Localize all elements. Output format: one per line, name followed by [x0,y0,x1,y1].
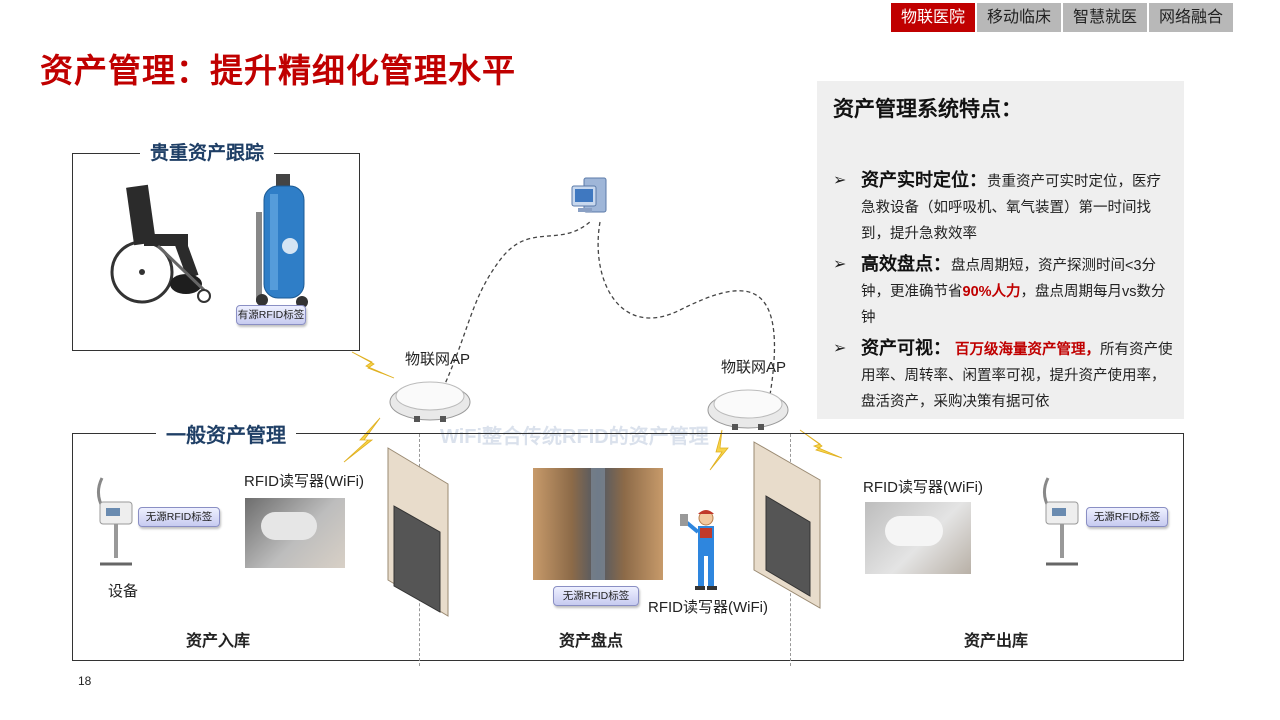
feature-realtime-location: ➢ 资产实时定位：贵重资产可实时定位，医疗急救设备（如呼吸机、氧气装置）第一时间… [833,167,1175,247]
rfid-reader-label: RFID读写器(WiFi) [648,596,768,617]
rfid-scanner-photo [865,502,971,574]
oxygen-cylinder-icon [250,172,320,312]
rfid-reader-label: RFID读写器(WiFi) [863,476,983,497]
passive-rfid-tag: 无源RFID标签 [1086,507,1168,527]
arrow-bullet-icon: ➢ [833,168,846,194]
panel-title: 资产管理系统特点： [833,93,1022,123]
feature-panel: 资产管理系统特点： ➢ 资产实时定位：贵重资产可实时定位，医疗急救设备（如呼吸机… [817,81,1184,419]
rfid-reader-label: RFID读写器(WiFi) [244,470,364,491]
wifi-ap-icon [388,372,472,424]
warehouse-photo [533,468,663,580]
arrow-bullet-icon: ➢ [833,336,846,362]
feature-list: ➢ 资产实时定位：贵重资产可实时定位，医疗急救设备（如呼吸机、氧气装置）第一时间… [833,167,1175,419]
worker-with-scanner-icon [678,508,728,592]
door-icon [752,440,824,610]
stage-inventory: 资产盘点 [559,627,623,651]
wheelchair-icon [108,180,223,310]
stage-asset-out: 资产出库 [964,627,1028,651]
passive-rfid-tag: 无源RFID标签 [553,586,639,606]
rfid-scanner-photo [245,498,345,568]
valuable-asset-label: 贵重资产跟踪 [140,140,274,168]
door-icon [386,446,454,618]
medical-device-icon [92,474,136,570]
page-number: 18 [78,674,91,688]
stage-asset-in: 资产入库 [186,627,250,651]
wifi-ap-icon [706,380,790,432]
ap-label-right: 物联网AP [721,356,786,377]
passive-rfid-tag: 无源RFID标签 [138,507,220,527]
rfid-scanner-icon [261,512,317,540]
computer-icon [570,176,614,222]
feature-efficient-inventory: ➢ 高效盘点：盘点周期短，资产探测时间<3分钟，更准确节省90%人力，盘点周期每… [833,251,1175,331]
arrow-bullet-icon: ➢ [833,252,846,278]
general-asset-label: 一般资产管理 [156,421,296,451]
active-rfid-tag: 有源RFID标签 [236,305,306,325]
feature-asset-visibility: ➢ 资产可视： 百万级海量资产管理，所有资产使用率、周转率、闲置率可视，提升资产… [833,335,1175,415]
device-label: 设备 [108,580,138,601]
ap-label-left: 物联网AP [405,348,470,369]
medical-device-icon [1038,474,1082,570]
rfid-scanner-icon [885,516,943,546]
